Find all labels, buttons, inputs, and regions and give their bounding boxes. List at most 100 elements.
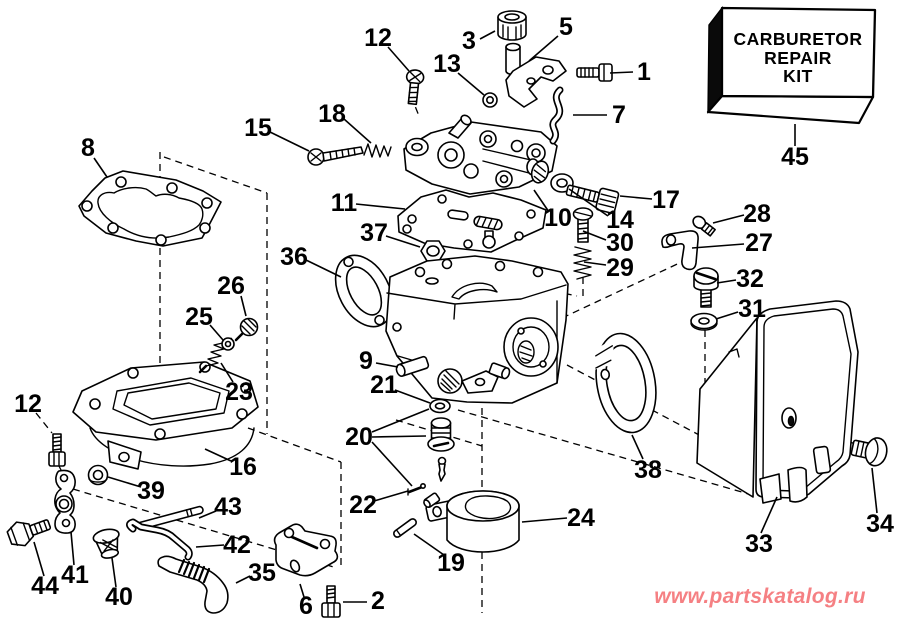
callout-43[interactable]: 43 bbox=[214, 493, 242, 521]
leader-line-41 bbox=[70, 531, 75, 566]
leader-line-25 bbox=[209, 324, 224, 341]
leader-line-11 bbox=[355, 203, 406, 210]
part-3-cap bbox=[497, 10, 527, 41]
callout-41[interactable]: 41 bbox=[61, 561, 89, 589]
callout-38[interactable]: 38 bbox=[634, 456, 662, 484]
callout-15[interactable]: 15 bbox=[244, 114, 272, 142]
leader-line-20 bbox=[371, 435, 427, 438]
callout-35[interactable]: 35 bbox=[248, 559, 276, 587]
callout-28[interactable]: 28 bbox=[743, 200, 771, 228]
callout-27[interactable]: 27 bbox=[745, 229, 773, 257]
repair-kit-box: CARBURETOR REPAIR KIT bbox=[706, 5, 877, 125]
kit-box-line-3: KIT bbox=[783, 66, 813, 86]
part-32-screw bbox=[693, 267, 719, 308]
callout-32[interactable]: 32 bbox=[736, 265, 764, 293]
leader-line-3 bbox=[479, 30, 496, 40]
callout-8[interactable]: 8 bbox=[81, 134, 95, 162]
callout-34[interactable]: 34 bbox=[866, 510, 894, 538]
callout-24[interactable]: 24 bbox=[567, 504, 595, 532]
leader-line-26 bbox=[240, 295, 247, 317]
part-30-screw bbox=[572, 207, 594, 243]
leader-line-29 bbox=[583, 261, 607, 266]
callout-19[interactable]: 19 bbox=[437, 549, 465, 577]
part-7-link bbox=[549, 86, 564, 145]
callout-9[interactable]: 9 bbox=[359, 347, 373, 375]
part-8-gasket bbox=[78, 170, 222, 247]
part-26-screw bbox=[234, 317, 259, 342]
part-22-retainer-pin bbox=[407, 482, 426, 496]
callout-37[interactable]: 37 bbox=[360, 219, 388, 247]
leader-line-5 bbox=[528, 35, 559, 62]
watermark-link[interactable]: www.partskatalog.ru bbox=[654, 585, 865, 608]
part-11-gasket bbox=[397, 189, 547, 253]
callout-20[interactable]: 20 bbox=[345, 423, 373, 451]
callout-17[interactable]: 17 bbox=[652, 186, 680, 214]
callout-21[interactable]: 21 bbox=[370, 371, 398, 399]
callout-29[interactable]: 29 bbox=[606, 254, 634, 282]
leader-line-35 bbox=[235, 575, 251, 584]
callout-6[interactable]: 6 bbox=[299, 592, 313, 620]
part-14-washer bbox=[550, 173, 574, 193]
part-28-screw bbox=[692, 215, 716, 237]
callout-1[interactable]: 1 bbox=[637, 58, 651, 86]
leader-line-42 bbox=[195, 544, 225, 548]
part-35-lever bbox=[157, 555, 229, 614]
callout-7[interactable]: 7 bbox=[612, 101, 626, 129]
callout-25[interactable]: 25 bbox=[185, 303, 213, 331]
part-37-nut bbox=[420, 240, 446, 262]
leader-line-12 bbox=[35, 412, 53, 434]
part-19-pin bbox=[393, 518, 417, 538]
part-44-bolt bbox=[6, 519, 52, 547]
part-12-screw-top bbox=[405, 69, 425, 106]
leader-line-39 bbox=[107, 476, 142, 488]
part-main-body bbox=[385, 255, 569, 404]
callout-33[interactable]: 33 bbox=[745, 530, 773, 558]
leader-line-19 bbox=[413, 533, 445, 556]
part-42-wire-link bbox=[126, 518, 193, 561]
leader-line-33 bbox=[760, 496, 778, 534]
callout-40[interactable]: 40 bbox=[105, 583, 133, 611]
callout-14[interactable]: 14 bbox=[606, 206, 634, 234]
leader-line-36 bbox=[305, 259, 342, 278]
leader-line-12 bbox=[387, 46, 410, 72]
callout-12[interactable]: 12 bbox=[14, 390, 42, 418]
centerline-dashed bbox=[457, 409, 753, 496]
callout-16[interactable]: 16 bbox=[229, 453, 257, 481]
callout-3[interactable]: 3 bbox=[462, 27, 476, 55]
leader-line-21 bbox=[394, 389, 431, 404]
callout-45[interactable]: 45 bbox=[781, 143, 809, 171]
callout-30[interactable]: 30 bbox=[606, 229, 634, 257]
callout-13[interactable]: 13 bbox=[433, 50, 461, 78]
part-pump-body bbox=[403, 114, 558, 195]
callout-31[interactable]: 31 bbox=[738, 295, 766, 323]
leader-line-28 bbox=[712, 214, 745, 224]
callout-18[interactable]: 18 bbox=[318, 100, 346, 128]
leader-line-18 bbox=[343, 118, 372, 144]
part-38-retainer-ring bbox=[592, 332, 657, 434]
callout-44[interactable]: 44 bbox=[31, 572, 59, 600]
callout-12[interactable]: 12 bbox=[364, 24, 392, 52]
part-34-knob bbox=[850, 437, 888, 467]
callout-39[interactable]: 39 bbox=[137, 477, 165, 505]
leader-line-16 bbox=[204, 448, 232, 462]
leader-line-37 bbox=[385, 235, 421, 248]
leader-line-23 bbox=[220, 362, 234, 383]
callout-11[interactable]: 11 bbox=[331, 189, 358, 217]
centerline-dashed bbox=[395, 419, 483, 447]
callout-2[interactable]: 2 bbox=[371, 587, 385, 615]
part-20-needle-seat bbox=[427, 417, 455, 452]
part-25-washer bbox=[221, 337, 235, 351]
callout-26[interactable]: 26 bbox=[217, 272, 245, 300]
part-2-screw bbox=[321, 585, 341, 618]
callout-42[interactable]: 42 bbox=[223, 531, 251, 559]
callout-10[interactable]: 10 bbox=[544, 204, 572, 232]
callout-36[interactable]: 36 bbox=[280, 243, 308, 271]
callout-23[interactable]: 23 bbox=[225, 378, 253, 406]
part-13-oring bbox=[482, 92, 498, 108]
callout-5[interactable]: 5 bbox=[559, 13, 573, 41]
leader-line-13 bbox=[457, 72, 485, 96]
centerline-dashed bbox=[247, 427, 342, 463]
callout-22[interactable]: 22 bbox=[349, 491, 377, 519]
part-31-washer bbox=[690, 312, 718, 331]
leader-line-8 bbox=[93, 157, 108, 178]
